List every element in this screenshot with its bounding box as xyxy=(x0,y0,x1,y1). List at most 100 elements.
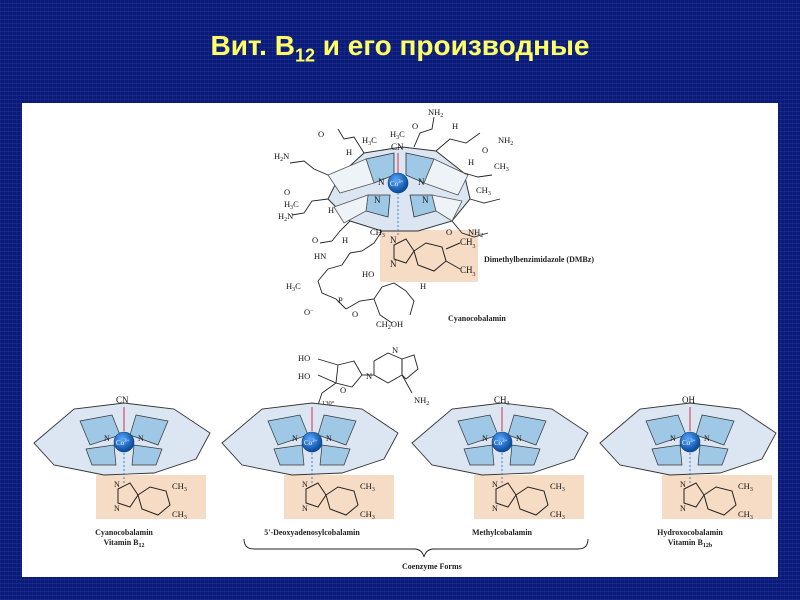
n-label: N xyxy=(670,434,676,443)
ch3-label: CH xyxy=(476,185,488,195)
dmb-highlight-box xyxy=(284,475,394,519)
dmbz-n-label: N xyxy=(390,259,397,269)
pyrrole-ring xyxy=(507,414,547,446)
n-label: N xyxy=(418,177,425,187)
n-label: N xyxy=(138,434,144,443)
h2n-label: H xyxy=(278,211,284,221)
ch3-label: CH xyxy=(494,161,506,171)
o-label: O xyxy=(412,121,418,131)
co-charge: 3+ xyxy=(690,439,696,444)
hn-label: HN xyxy=(314,251,326,261)
ch3-label: CH xyxy=(460,237,473,247)
o-minus-label: O xyxy=(304,307,310,317)
imidazole-ring xyxy=(495,482,517,508)
pyrrole-ring xyxy=(695,414,735,446)
pyrrole-ring xyxy=(651,444,683,466)
figure-svg: N N N N Co3+ CN N N CH3 CH3 xyxy=(33,107,777,571)
n-label: N xyxy=(378,177,385,187)
axial-ligand-label: CH3 xyxy=(494,395,510,407)
h2n-label: H xyxy=(274,151,280,161)
angle-label: 130° xyxy=(322,400,335,407)
coenzyme-brace xyxy=(243,538,589,558)
svg-text:NH2: NH2 xyxy=(428,107,443,119)
ch3-label: CH xyxy=(370,227,382,237)
svg-text:CH3: CH3 xyxy=(460,265,476,278)
dmbz-highlight-box xyxy=(380,230,478,282)
co-label: Co3+ xyxy=(116,439,130,447)
svg-text:Co3+: Co3+ xyxy=(390,180,404,188)
n-label: N xyxy=(302,480,308,489)
svg-text:H2N: H2N xyxy=(274,151,289,163)
nh2-label: NH xyxy=(414,395,426,405)
h-label: H xyxy=(468,157,474,167)
ho-label: HO xyxy=(362,269,374,279)
co-charge: 3+ xyxy=(398,180,404,185)
ch3-label: CH3 xyxy=(550,481,565,493)
pyrrole-ring xyxy=(697,444,729,466)
title-subscript: 12 xyxy=(294,45,315,66)
ch3-label: CH3 xyxy=(738,509,753,521)
n-label: N xyxy=(292,434,298,443)
slide-title: Вит. B12 и его производные xyxy=(0,30,800,67)
dmbz-label: Dimethylbenzimidazole (DMBz) xyxy=(484,255,594,264)
h3c-label: H xyxy=(286,281,292,291)
cn-label: CN xyxy=(391,142,404,152)
co-charge: 3+ xyxy=(312,439,318,444)
co-label: Co3+ xyxy=(494,439,508,447)
variant-name: Methylcobalamin xyxy=(472,528,533,537)
o-label: O xyxy=(340,385,346,395)
nh2-label: NH xyxy=(498,135,510,145)
ch3-label: CH3 xyxy=(550,509,565,521)
co-label: Co3+ xyxy=(682,439,696,447)
svg-text:H3C: H3C xyxy=(390,129,405,141)
variant-subname: Vitamin B12b xyxy=(668,538,713,549)
o-label: O xyxy=(318,129,324,139)
p-label: P xyxy=(338,295,343,305)
co-label: Co xyxy=(390,180,399,188)
ch2oh-label: CH xyxy=(376,319,388,329)
cobalt-atom xyxy=(491,431,513,453)
h-label: H xyxy=(328,205,334,215)
svg-text:O−: O− xyxy=(304,307,314,317)
svg-text:CH3: CH3 xyxy=(460,237,476,250)
variant-name: 5'-Deoxyadenosylcobalamin xyxy=(264,528,360,537)
cobalt-atom xyxy=(301,431,323,453)
svg-text:H2N: H2N xyxy=(278,211,293,223)
h-label: H xyxy=(342,235,348,245)
cyanocobalamin-label: Cyanocobalamin xyxy=(448,314,506,323)
o-label: O xyxy=(312,235,318,245)
n-label: N xyxy=(680,504,686,513)
n-label: N xyxy=(422,195,429,205)
co-charge: 3+ xyxy=(124,439,130,444)
benzene-ring xyxy=(703,486,737,516)
imidazole-ring xyxy=(305,482,327,508)
dmb-highlight-box xyxy=(662,475,772,519)
svg-text:CH3: CH3 xyxy=(476,185,491,197)
n-label: N xyxy=(114,504,120,513)
nh2-label: NH xyxy=(428,107,440,117)
n-label: N xyxy=(366,371,372,381)
ch3-label: CH3 xyxy=(738,481,753,493)
pyrrole-ring xyxy=(131,444,163,466)
benzene-ring xyxy=(137,486,171,516)
pyrrole-ring xyxy=(273,444,305,466)
o-label: O xyxy=(284,187,290,197)
cobalt-atom xyxy=(113,431,135,453)
axial-ligand-label: OH xyxy=(682,395,695,405)
svg-text:CH3: CH3 xyxy=(370,227,385,239)
n-label: N xyxy=(492,480,498,489)
n-label: N xyxy=(114,480,120,489)
n-label: N xyxy=(516,434,522,443)
o-label: O xyxy=(482,145,488,155)
h-label: H xyxy=(452,121,458,131)
h3c-label: H xyxy=(284,199,290,209)
vitamin-b12-figure: N N N N Co3+ CN N N CH3 CH3 xyxy=(22,103,778,577)
benzene-ring xyxy=(515,486,549,516)
dmb-highlight-box xyxy=(96,475,206,519)
ch3-label: CH3 xyxy=(172,481,187,493)
dmbz-n-label: N xyxy=(390,235,397,245)
pyrrole-ring xyxy=(317,414,357,446)
